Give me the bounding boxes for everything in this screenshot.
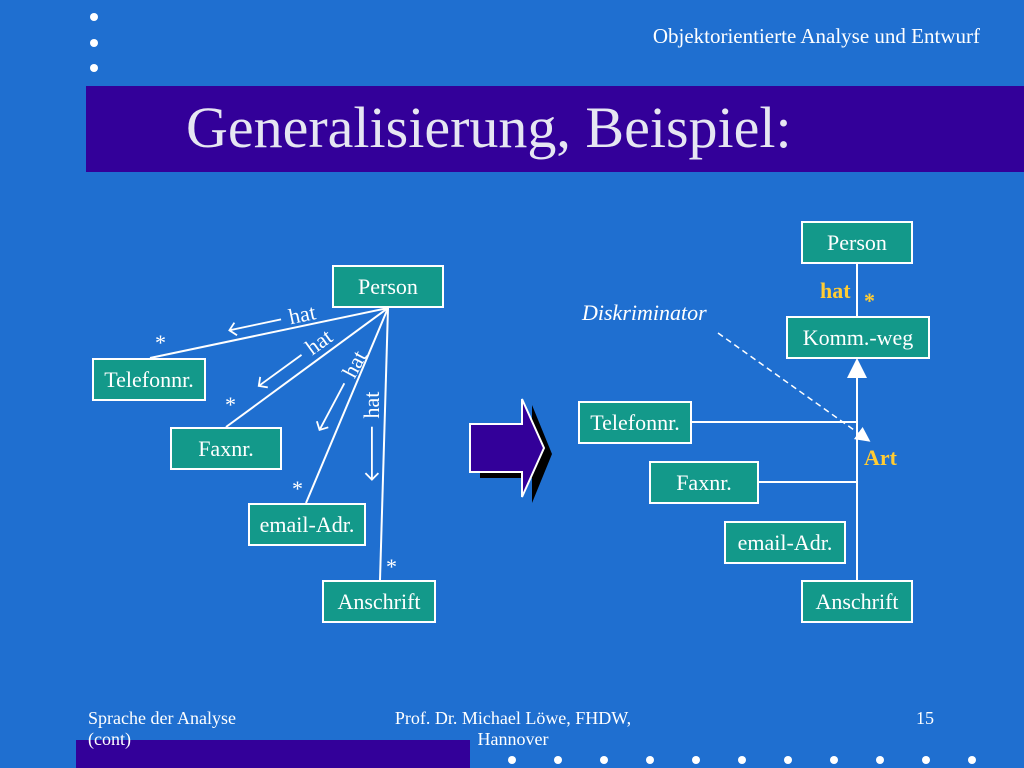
left-email-box: email-Adr. xyxy=(248,503,366,546)
course-title: Objektorientierte Analyse und Entwurf xyxy=(652,24,980,48)
multiplicity-star: * xyxy=(386,554,397,579)
deco-dot xyxy=(784,756,792,764)
art-label: Art xyxy=(864,445,897,470)
deco-dot xyxy=(90,39,98,47)
right-anschrift-box: Anschrift xyxy=(801,580,913,623)
right-hat-label: hat xyxy=(820,278,851,303)
assoc-line-anschrift xyxy=(379,307,389,581)
deco-dot xyxy=(922,756,930,764)
assoc-line-fax xyxy=(225,307,389,428)
deco-dot xyxy=(600,756,608,764)
deco-dot xyxy=(830,756,838,764)
discriminator-label: Diskriminator xyxy=(582,300,707,325)
deco-dot xyxy=(508,756,516,764)
title-bar xyxy=(86,86,1024,172)
slide-title: Generalisierung, Beispiel: xyxy=(186,95,792,160)
right-telefon-box: Telefonnr. xyxy=(578,401,692,444)
right-komm-box: Komm.-weg xyxy=(786,316,930,359)
transform-arrow xyxy=(469,398,552,503)
footer-author: Prof. Dr. Michael Löwe, FHDW, Hannover xyxy=(394,708,632,749)
right-generalization-lines xyxy=(692,264,867,580)
left-fax-box: Faxnr. xyxy=(170,427,282,470)
multiplicity-star: * xyxy=(155,330,166,355)
deco-dot xyxy=(554,756,562,764)
deco-dot xyxy=(876,756,884,764)
deco-dot xyxy=(968,756,976,764)
deco-dot xyxy=(90,64,98,72)
arrow-left-icon: 🡐 xyxy=(359,418,384,483)
hat-label-anschrift: 🡐 hat xyxy=(359,391,384,483)
footer-bar xyxy=(76,740,470,768)
right-email-box: email-Adr. xyxy=(724,521,846,564)
right-person-box: Person xyxy=(801,221,913,264)
assoc-line-email xyxy=(305,307,389,504)
deco-dot xyxy=(692,756,700,764)
multiplicity-star: * xyxy=(292,476,303,501)
right-multiplicity-star: * xyxy=(864,288,875,313)
deco-dot xyxy=(738,756,746,764)
left-person-box: Person xyxy=(332,265,444,308)
page-number: 15 xyxy=(916,708,934,728)
footer-section-title: Sprache der Analyse (cont) xyxy=(88,708,236,749)
discriminator-arrow xyxy=(717,332,871,442)
deco-dot xyxy=(646,756,654,764)
left-anschrift-box: Anschrift xyxy=(322,580,436,623)
left-telefon-box: Telefonnr. xyxy=(92,358,206,401)
deco-dot xyxy=(90,13,98,21)
assoc-line-telefon xyxy=(149,307,389,359)
left-association-lines xyxy=(149,307,389,581)
right-fax-box: Faxnr. xyxy=(649,461,759,504)
multiplicity-star: * xyxy=(225,392,236,417)
